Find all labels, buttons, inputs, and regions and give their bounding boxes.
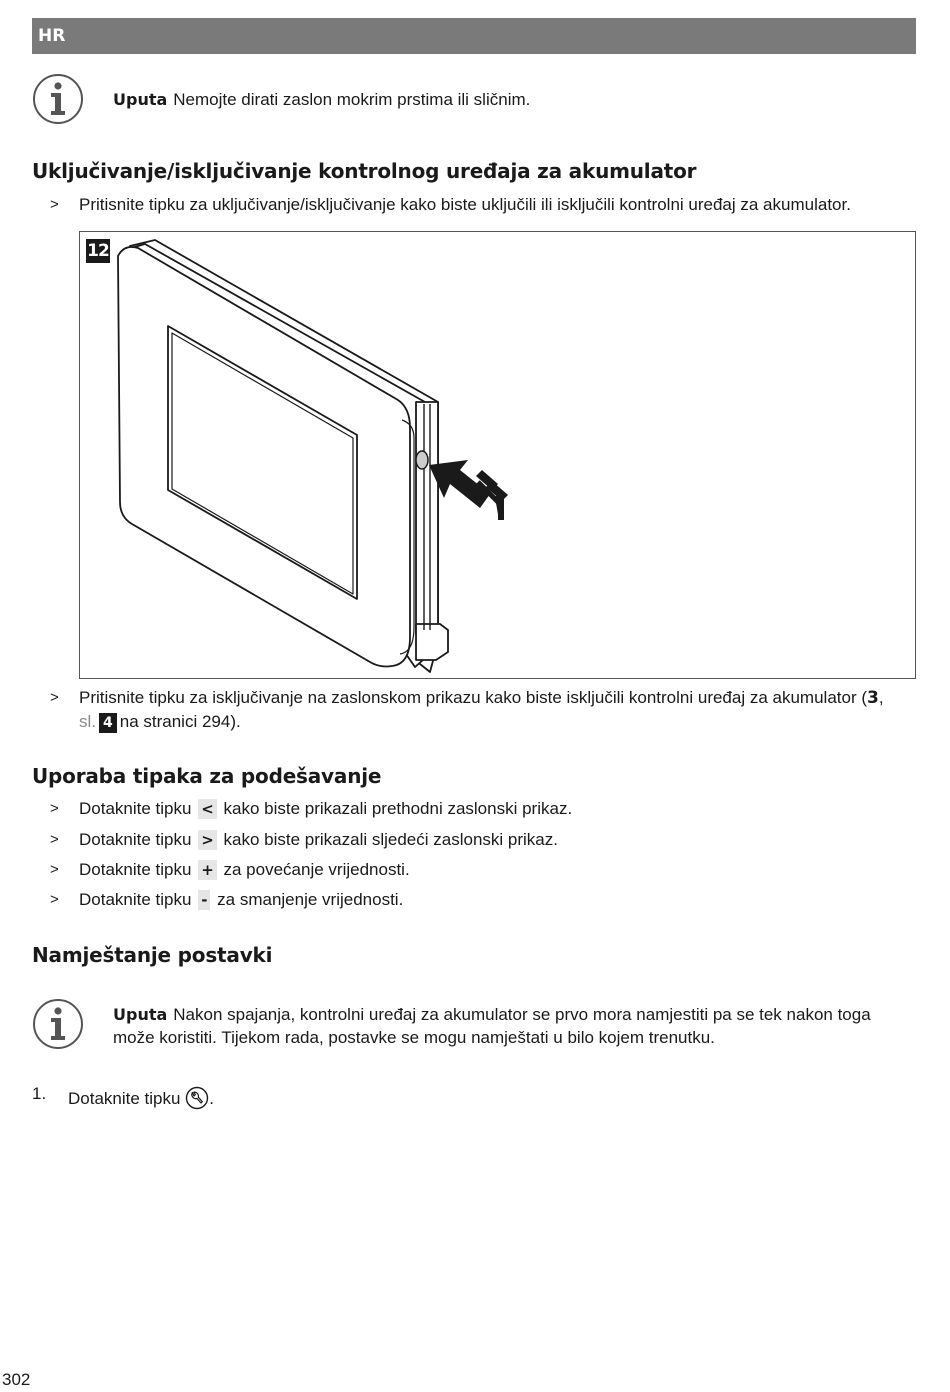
note-text: Nemojte dirati zaslon mokrim prstima ili…: [173, 90, 531, 109]
step-text: za smanjenje vrijednosti.: [217, 890, 404, 909]
key-next: >: [198, 830, 217, 850]
step-text: na stranici 294).: [119, 712, 241, 731]
note-text: Nakon spajanja, kontrolni uređaj za akum…: [113, 1005, 871, 1047]
info-icon: [33, 74, 83, 124]
language-header: HR: [32, 18, 916, 54]
step-number: 1.: [32, 1084, 47, 1103]
figure-number: 12: [86, 239, 110, 263]
note-block: Uputa Nemojte dirati zaslon mokrim prstim…: [32, 73, 916, 125]
note-label: Uputa: [113, 1005, 168, 1024]
page-number: 302: [2, 1370, 31, 1389]
figure-device-power-button: 12: [79, 231, 916, 679]
step-marker: >: [50, 891, 59, 908]
step-text: Dotaknite tipku: [79, 860, 192, 879]
device-illustration: [117, 239, 508, 673]
step-text: Dotaknite tipku: [79, 799, 192, 818]
step-text-punct: ,: [878, 688, 884, 707]
note-label: Uputa: [113, 90, 168, 109]
step-marker: >: [50, 831, 59, 848]
key-plus: +: [198, 860, 217, 880]
step-text: za povećanje vrijednosti.: [223, 860, 410, 879]
step-marker: >: [50, 196, 59, 213]
figure-reference-label[interactable]: sl.: [79, 712, 96, 731]
info-icon: [33, 999, 83, 1049]
ref-number: 3: [867, 688, 879, 708]
step-text: Pritisnite tipku za uključivanje/isključ…: [79, 195, 851, 214]
step-text: Dotaknite tipku: [79, 890, 192, 909]
step-marker: >: [50, 861, 59, 878]
section-title: Uključivanje/isključivanje kontrolnog ur…: [32, 159, 697, 183]
key-minus: -: [198, 890, 211, 910]
section-title: Uporaba tipaka za podešavanje: [32, 764, 382, 788]
settings-wrench-icon: [185, 1086, 209, 1110]
figure-reference-number[interactable]: 4: [99, 713, 117, 733]
section-title: Namještanje postavki: [32, 943, 273, 967]
step-text: kako biste prikazali sljedeći zaslonski …: [223, 830, 558, 849]
key-previous: <: [198, 799, 217, 819]
step-marker: >: [50, 689, 59, 706]
step-text: Pritisnite tipku za isključivanje na zas…: [79, 688, 868, 707]
step-text: Dotaknite tipku: [79, 830, 192, 849]
step-text-punct: .: [209, 1089, 214, 1108]
step-marker: >: [50, 800, 59, 817]
step-text: Dotaknite tipku: [68, 1089, 181, 1108]
step-text: kako biste prikazali prethodni zaslonski…: [223, 799, 573, 818]
